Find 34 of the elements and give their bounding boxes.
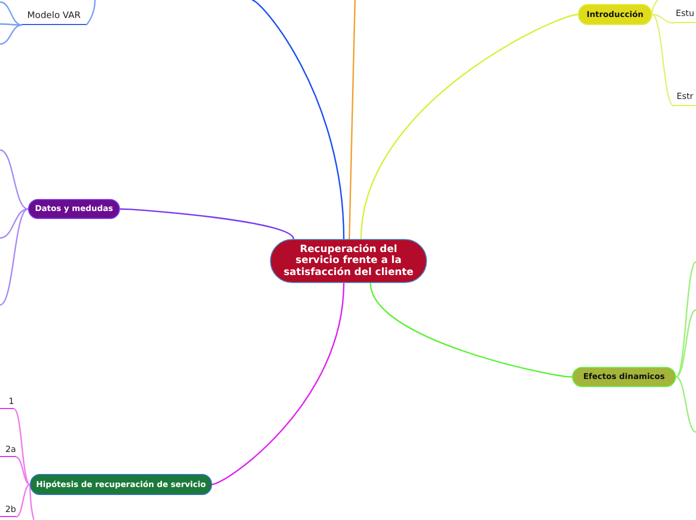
branch-line [676, 376, 696, 433]
branch-topic: Efectos dinamicos [572, 367, 676, 387]
branch-topic: Hipótesis de recuperación de servicio [30, 474, 212, 495]
branch-line [0, 24, 22, 45]
branch-line [212, 282, 344, 486]
branch-line [652, 14, 674, 107]
branch-line [120, 208, 294, 240]
branch-line [16, 456, 30, 486]
branch-line [0, 1, 22, 26]
branch-line [676, 262, 696, 378]
branch-line [360, 14, 578, 240]
branch-line [252, 0, 344, 240]
branch-line [16, 484, 30, 518]
topic-label: 2a [0, 443, 16, 457]
branch-line [652, 14, 674, 24]
branch-topic: Introducción [578, 4, 652, 25]
central-topic: Recuperación del servicio frente a la satisfacción del cliente [270, 239, 427, 283]
branch-line [86, 0, 96, 26]
topic-label: Modelo VAR [22, 8, 86, 25]
topic-label: 2b [0, 503, 16, 517]
branch-line [370, 282, 572, 378]
topic-label: 1 [0, 395, 14, 409]
branch-line [0, 208, 28, 239]
branch-line [0, 23, 22, 26]
branch-line [14, 408, 30, 486]
branch-line [348, 0, 356, 240]
branch-line [0, 149, 28, 210]
topic-label: Estr [674, 89, 696, 106]
branch-line [651, 0, 658, 15]
topic-label: Estu [674, 6, 696, 23]
branch-line [0, 208, 28, 306]
branch-topic: Datos y medudas [28, 199, 120, 219]
branch-line [676, 309, 696, 378]
branch-line [29, 484, 35, 520]
